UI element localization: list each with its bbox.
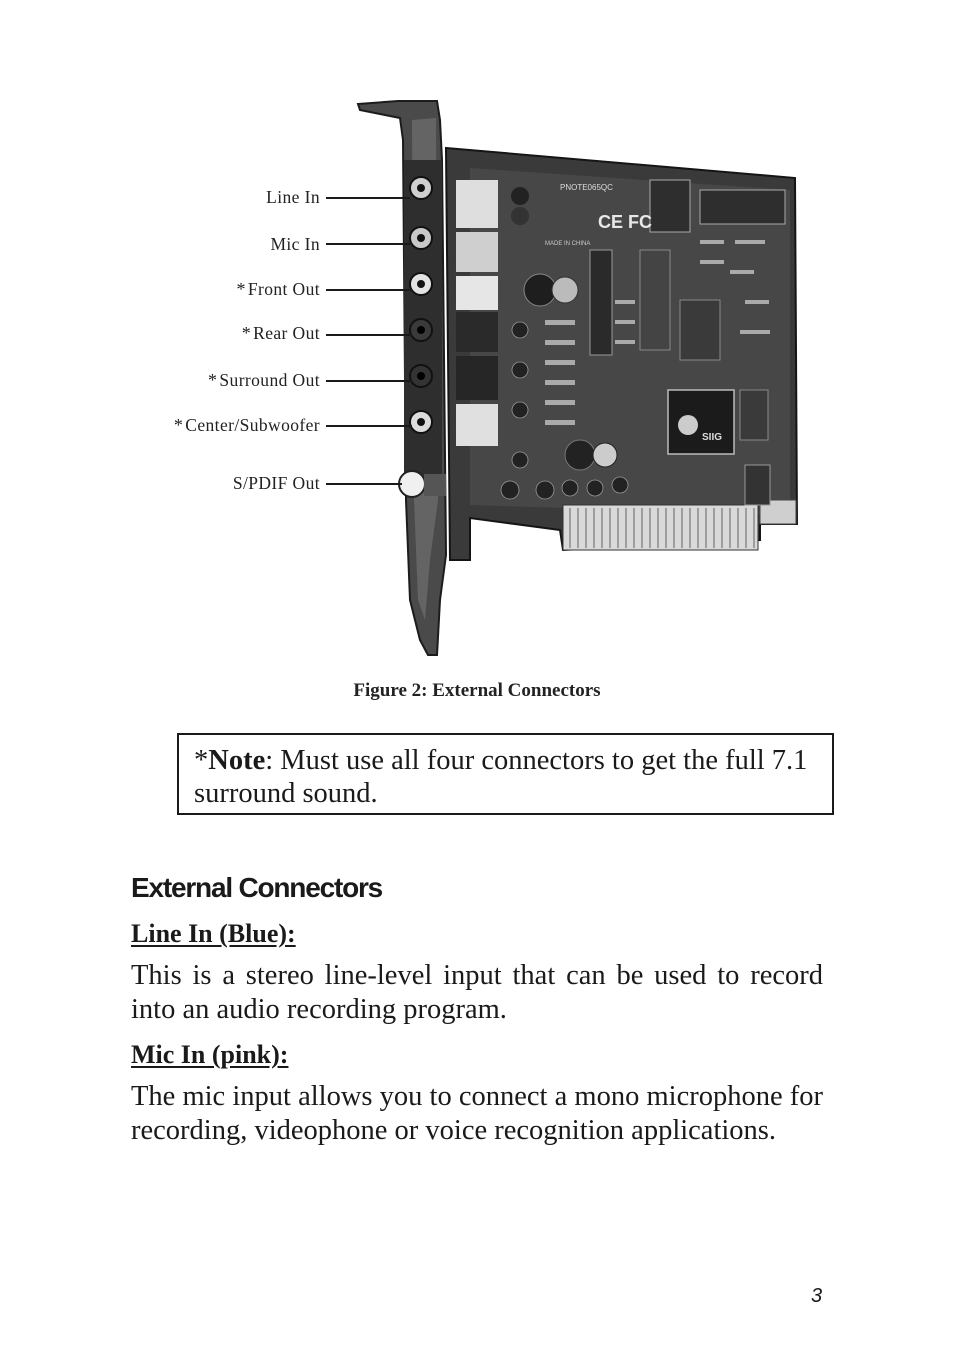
callout-leader-lines [326,197,412,485]
callout-rear-out: *Rear Out [241,323,320,343]
callout-surround-out: *Surround Out [208,370,320,390]
figure-caption: Figure 2: External Connectors [353,680,601,701]
note-box: *Note: Must use all four connectors to g… [177,733,834,815]
chip-marking: SIIG [702,432,722,443]
audio-jacks [398,176,446,498]
edge-connector [562,504,759,551]
board-ce-marking: CE FC [598,212,652,232]
note-label: Note [208,745,266,776]
callout-mic-in: Mic In [270,234,320,254]
note-prefix: * [194,745,209,776]
page-number: 3 [811,1285,823,1307]
board-model-marking: PNOTE065QC [560,183,613,192]
line-in-description: This is a stereo line-level input that c… [131,960,823,1025]
callout-line-in: Line In [266,187,320,207]
board-made-in-marking: MADE IN CHINA [545,241,590,247]
audio-chip [667,389,735,455]
callout-spdif-out: S/PDIF Out [232,473,320,493]
note-text: : Must use all four connectors to get th… [194,745,808,809]
callout-front-out: *Front Out [236,279,320,299]
section-heading: External Connectors [131,872,383,903]
mic-in-description: The mic input allows you to connect a mo… [131,1081,823,1146]
callout-center-subwoofer: *Center/Subwoofer [173,415,320,435]
sound-card-figure: PNOTE065QC CE FC MADE IN CHINA SIIG Line… [0,0,954,670]
sound-card-photo: PNOTE065QC CE FC MADE IN CHINA SIIG [326,100,799,656]
mic-in-heading: Mic In (pink): [131,1040,289,1069]
line-in-heading: Line In (Blue): [131,919,296,948]
